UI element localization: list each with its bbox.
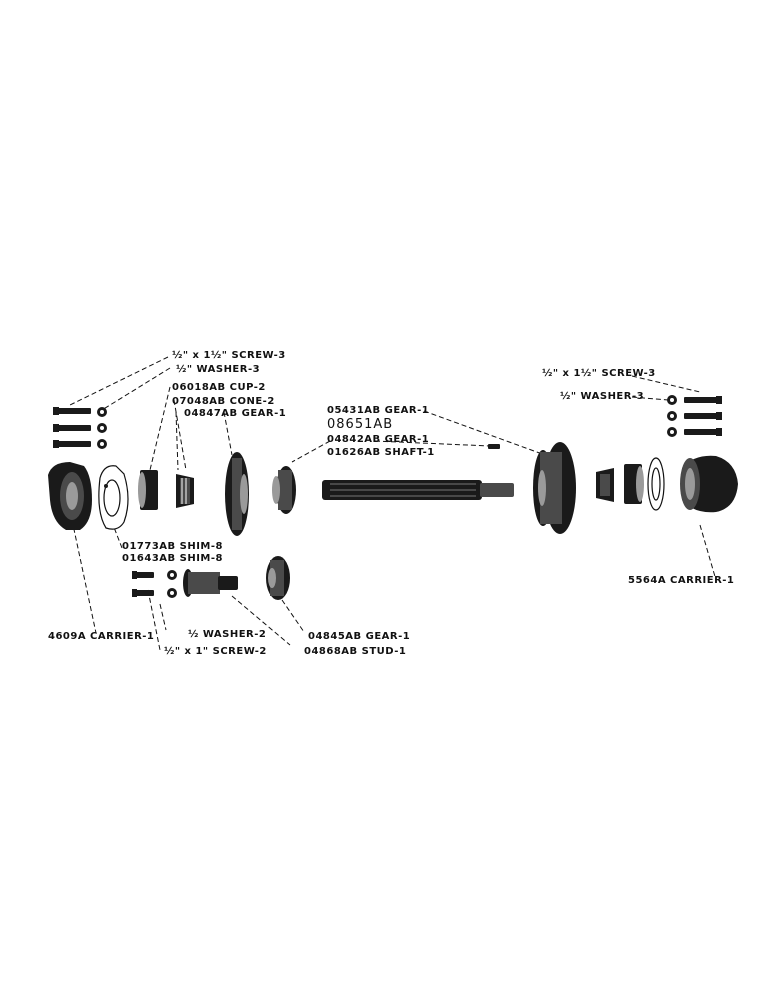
label-carrier-right: 5564A CARRIER-1 — [628, 575, 735, 586]
screws-right — [684, 396, 722, 436]
gear-04847 — [225, 452, 249, 536]
cup — [138, 470, 158, 510]
label-cup: 06018AB CUP-2 — [172, 382, 266, 393]
shim-right — [647, 457, 665, 511]
screws-lower — [132, 571, 154, 597]
label-washer-right: ½" WASHER-3 — [560, 391, 645, 402]
leader-lines — [69, 356, 717, 651]
label-washer-2: ½ WASHER-2 — [188, 629, 267, 640]
label-screw-right: ½" x 1½" SCREW-3 — [542, 368, 656, 379]
key-08651 — [488, 444, 500, 449]
label-key-08651: 08651AB — [327, 417, 394, 432]
label-washer-left-top: ½" WASHER-3 — [176, 364, 261, 375]
gear-05431 — [533, 442, 576, 534]
label-gear-05431: 05431AB GEAR-1 — [327, 405, 430, 416]
washers-right — [667, 395, 677, 437]
label-shaft: 01626AB SHAFT-1 — [327, 447, 435, 458]
cone — [176, 474, 194, 508]
label-screw-2: ½" x 1" SCREW-2 — [164, 646, 267, 657]
stud — [183, 569, 238, 597]
washers-left-top — [97, 407, 107, 449]
cone-right — [596, 468, 614, 502]
label-shim-1: 01773AB SHIM-8 — [122, 541, 223, 552]
shaft — [322, 480, 514, 500]
carrier-right — [680, 455, 738, 513]
gear-04845 — [266, 556, 290, 600]
label-shim-2: 01643AB SHIM-8 — [122, 553, 223, 564]
label-screw-left-top: ½" x 1½" SCREW-3 — [172, 350, 286, 361]
label-cone: 07048AB CONE-2 — [172, 396, 275, 407]
label-gear-04842: 04842AB GEAR-1 — [327, 434, 430, 445]
label-gear-04847: 04847AB GEAR-1 — [184, 408, 287, 419]
shim — [98, 465, 129, 530]
gear-04842 — [272, 466, 296, 514]
washers-lower — [167, 570, 177, 598]
label-gear-04845: 04845AB GEAR-1 — [308, 631, 411, 642]
carrier-left — [48, 462, 92, 530]
label-stud: 04868AB STUD-1 — [304, 646, 407, 657]
label-carrier-left: 4609A CARRIER-1 — [48, 631, 155, 642]
screws-left-top — [53, 407, 91, 448]
cup-right — [624, 464, 644, 504]
